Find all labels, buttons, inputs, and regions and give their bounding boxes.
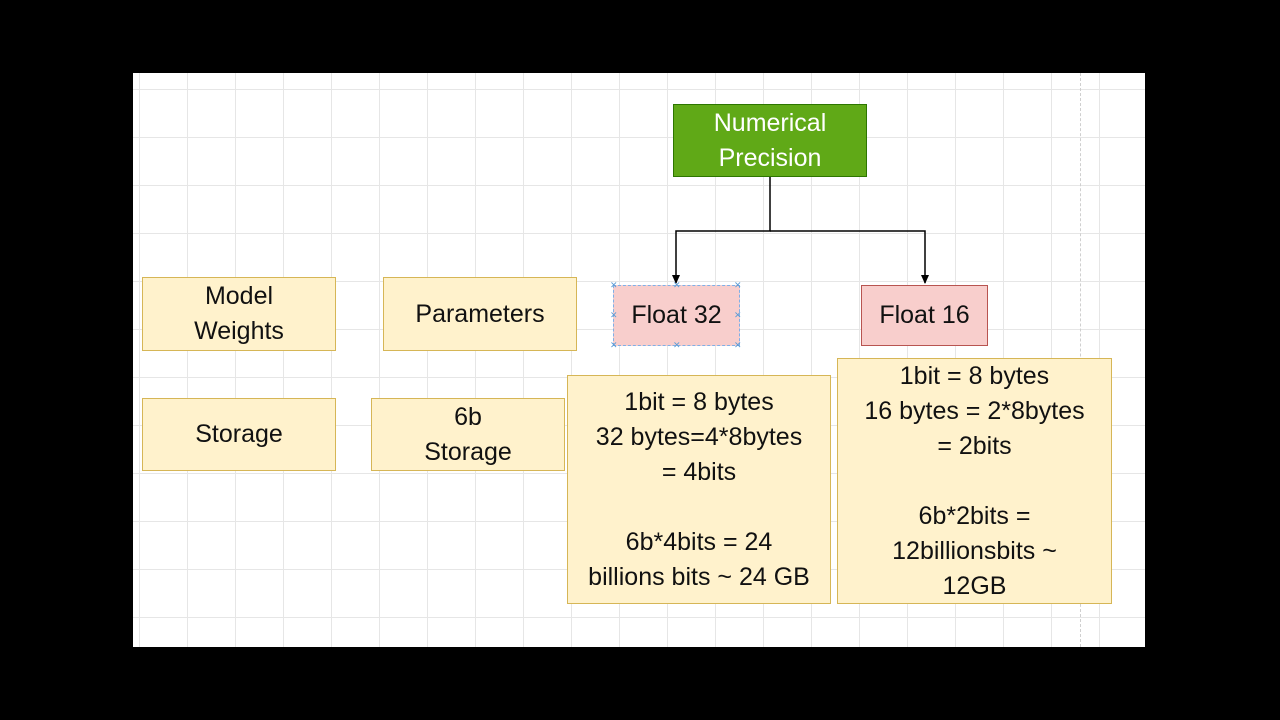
float-32-node[interactable]: Float 32 [613, 285, 740, 346]
parameters-box[interactable]: Parameters [383, 277, 577, 351]
resize-handle[interactable]: ✕ [673, 340, 681, 350]
resize-handle[interactable]: ✕ [610, 310, 618, 320]
model-weights-box[interactable]: Model Weights [142, 277, 336, 351]
connector-layer [672, 177, 929, 284]
numerical-precision-node[interactable]: Numerical Precision [673, 104, 867, 177]
resize-handle[interactable]: ✕ [734, 340, 742, 350]
resize-handle[interactable]: ✕ [610, 340, 618, 350]
float-32-note-box[interactable]: 1bit = 8 bytes 32 bytes=4*8bytes = 4bits… [567, 375, 831, 604]
float-16-note-box[interactable]: 1bit = 8 bytes 16 bytes = 2*8bytes = 2bi… [837, 358, 1112, 604]
resize-handle[interactable]: ✕ [673, 280, 681, 290]
resize-handle[interactable]: ✕ [610, 280, 618, 290]
resize-handle[interactable]: ✕ [734, 280, 742, 290]
resize-handle[interactable]: ✕ [734, 310, 742, 320]
float-16-node[interactable]: Float 16 [861, 285, 988, 346]
diagram-canvas[interactable]: Numerical Precision Model Weights Parame… [133, 73, 1145, 647]
edge-root-to-float-16[interactable] [770, 230, 929, 284]
6b-storage-box[interactable]: 6b Storage [371, 398, 565, 471]
storage-box[interactable]: Storage [142, 398, 336, 471]
edge-root-to-float-32[interactable] [672, 177, 771, 284]
